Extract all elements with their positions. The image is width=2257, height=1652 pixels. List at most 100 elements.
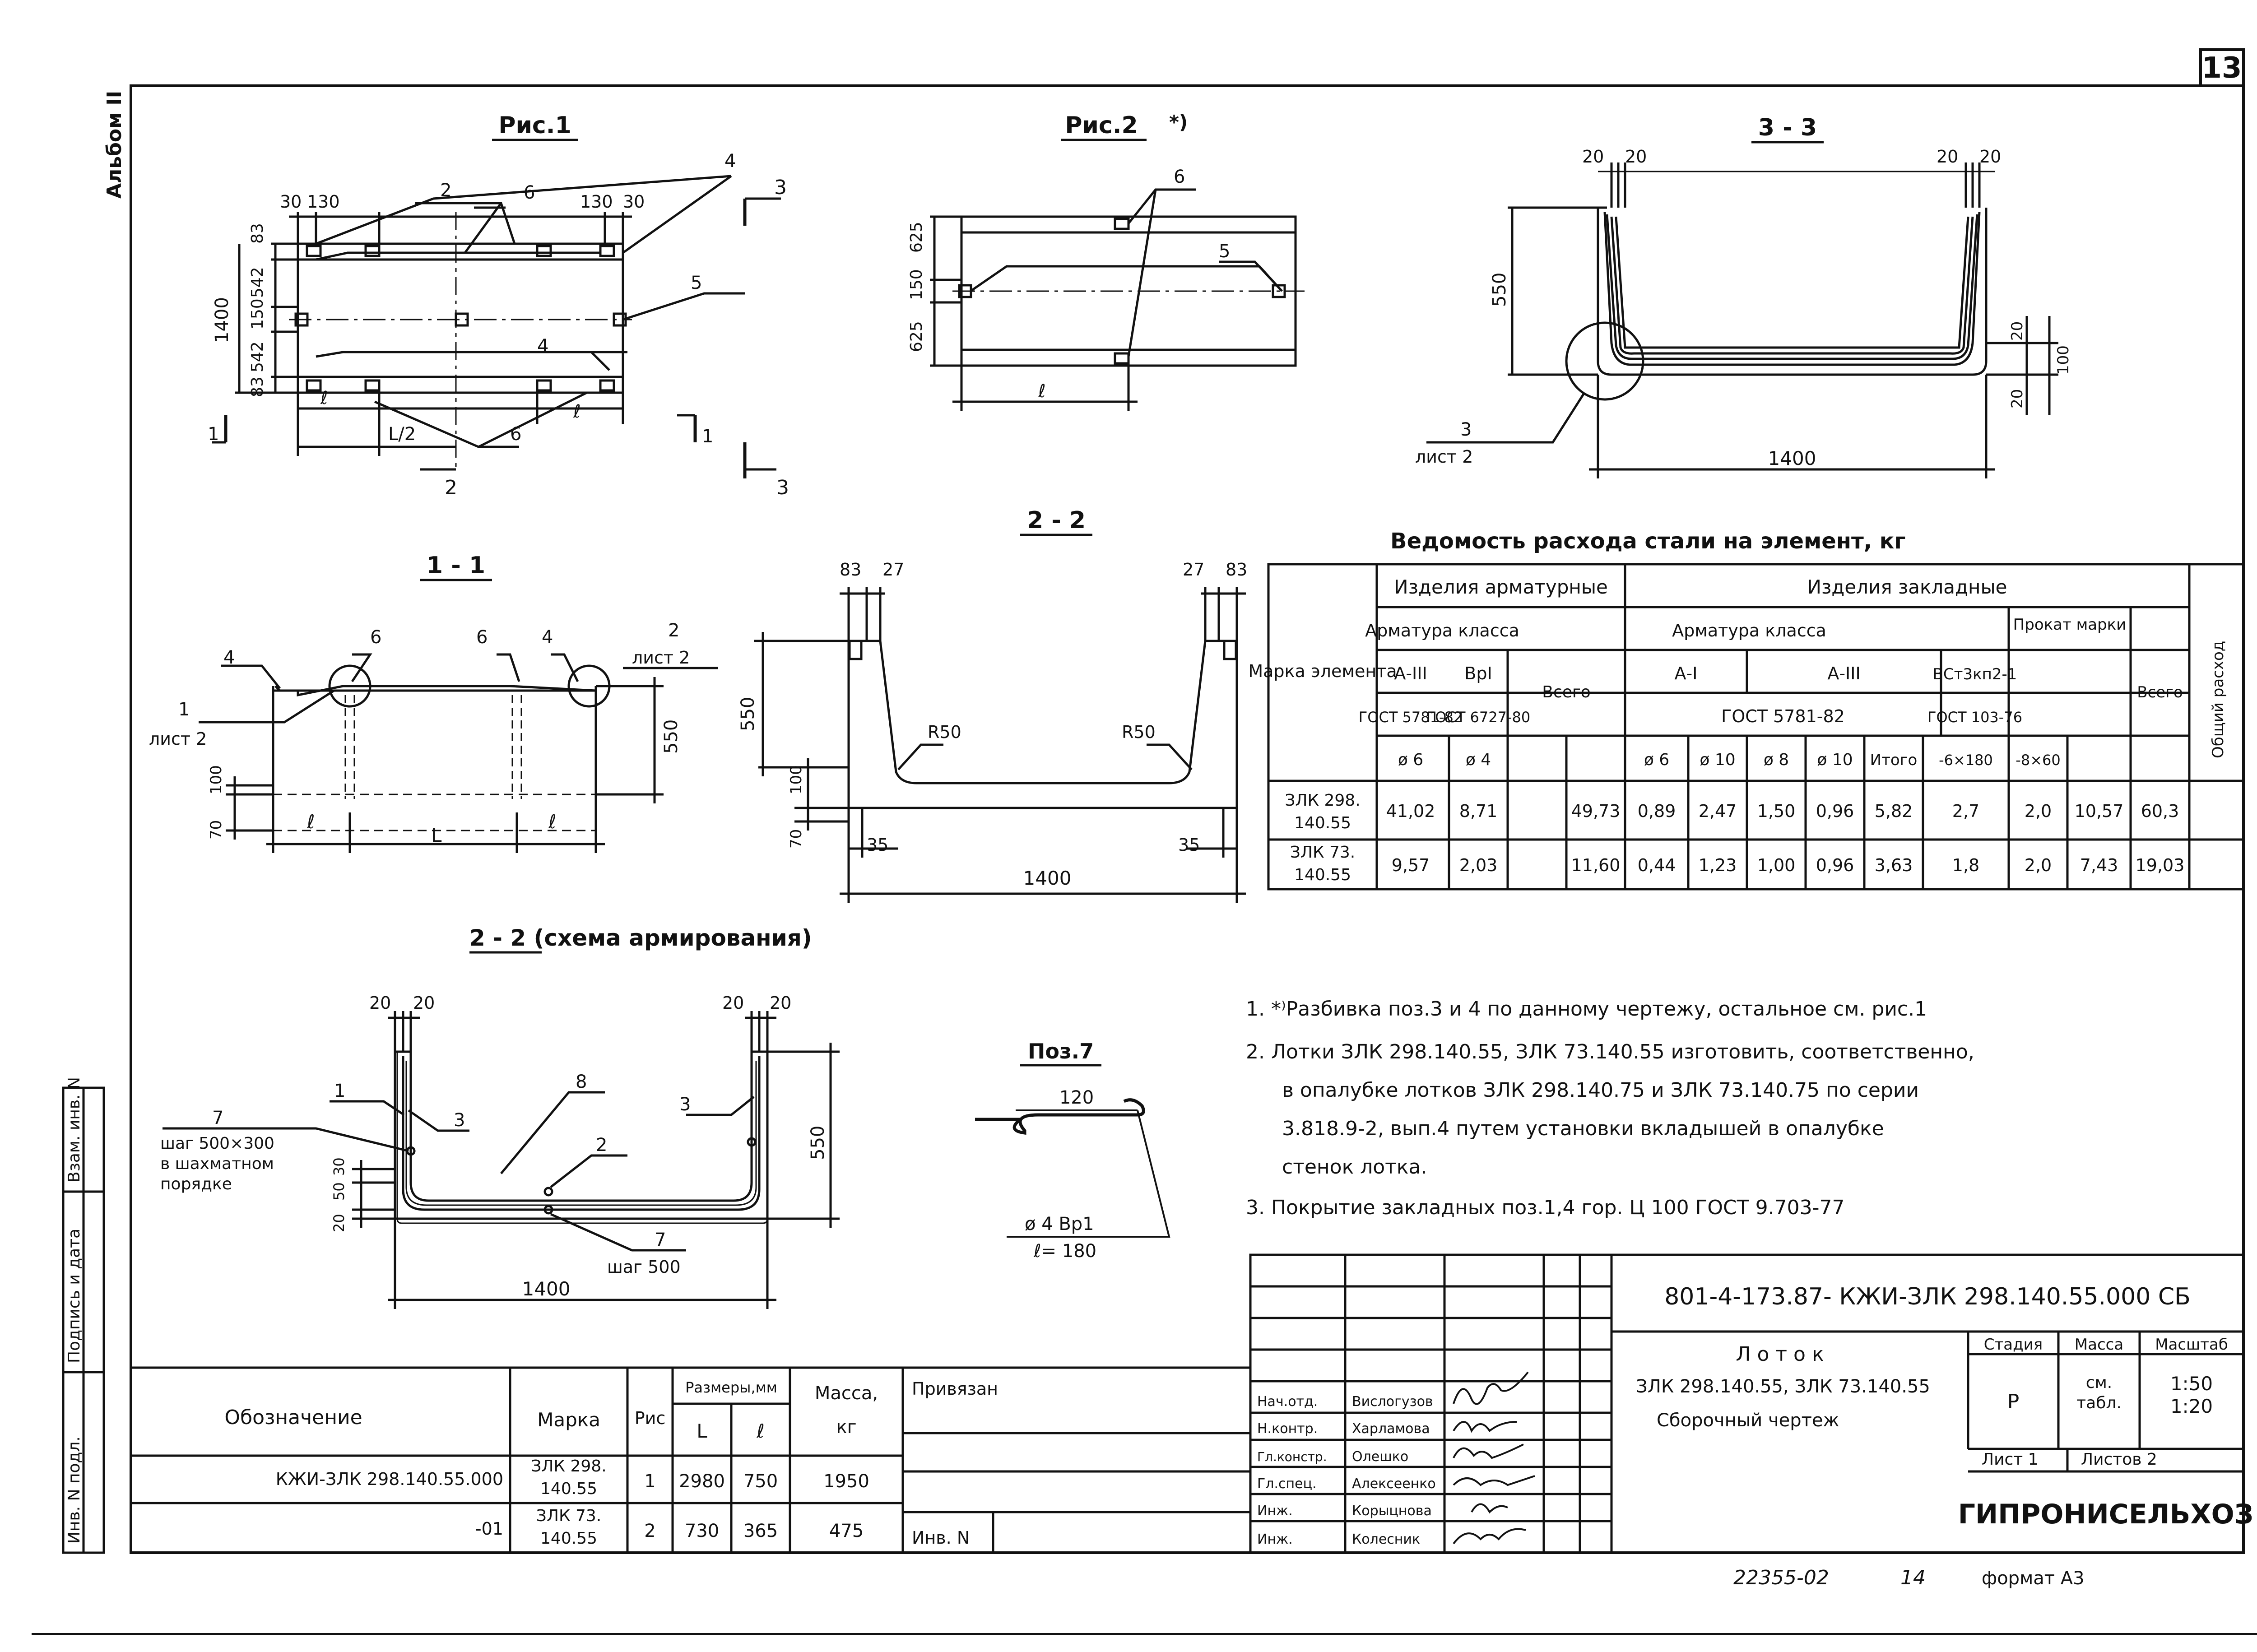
pos7-spec-2: ℓ= 180 <box>1033 1241 1096 1262</box>
steel-h-zaklad: Изделия закладные <box>1807 576 2007 598</box>
spec-h-l: ℓ <box>756 1420 764 1442</box>
steel-sub-a1-d10: ø 10 <box>1700 751 1735 769</box>
sec11-dim-100: 100 <box>207 765 225 794</box>
fig2-callout-6: 6 <box>1174 167 1185 187</box>
tb-mass-1: см. <box>2086 1374 2112 1392</box>
sec22-title: 2 - 2 <box>1027 507 1086 534</box>
spec-row1-mark-2: 140.55 <box>540 1480 597 1498</box>
steel-h-total: Всего <box>1542 683 1591 701</box>
sec33-ref-sheet: лист 2 <box>1415 447 1473 467</box>
tie-label: Привязан <box>912 1379 998 1399</box>
footer-page: 14 <box>1900 1566 1926 1589</box>
steel-h-a3: А-III <box>1394 664 1427 683</box>
spec-row1-mass: 1950 <box>823 1471 869 1492</box>
tie-inv: Инв. N <box>912 1528 970 1548</box>
note-3: 3. Покрытие закладных поз.1,4 гор. Ц 100… <box>1246 1196 1844 1219</box>
sheet-number: 13 <box>2201 51 2242 85</box>
sec22r-callout-3a: 3 <box>454 1110 465 1131</box>
tie-block: Привязан Инв. N <box>901 1366 1252 1554</box>
steel-h-gost3: ГОСТ 5781-82 <box>1721 706 1845 726</box>
fig1-callout-3b: 3 <box>776 476 789 499</box>
tb-role-2: Н.контр. <box>1257 1421 1318 1437</box>
sec11-dim-550: 550 <box>661 719 682 754</box>
steel-table: Ведомость расхода стали на элемент, кг <box>1248 529 2245 891</box>
notes: 1. *⁾Разбивка поз.3 и 4 по данному черте… <box>1246 998 1974 1219</box>
side-stamp-replace: Взам. инв. N <box>65 1077 84 1183</box>
steel-row1-general: 60,3 <box>2141 801 2179 821</box>
tb-name-person-5: Корыцнова <box>1352 1503 1432 1519</box>
spec-row1-fig: 1 <box>644 1471 655 1492</box>
steel-sub-a3-d8: ø 8 <box>1764 751 1789 769</box>
tb-role-6: Инж. <box>1257 1531 1293 1547</box>
steel-sub-vr1-d4: ø 4 <box>1466 751 1491 769</box>
spec-h-mass-1: Масса, <box>815 1383 878 1404</box>
fig1-dim-150: 150 <box>248 298 267 329</box>
sec22-dim-83b: 83 <box>1226 560 1247 580</box>
sec22r-callout-7a: 7 <box>212 1108 223 1128</box>
steel-h-arm-class: Арматура класса <box>1365 621 1519 640</box>
sec22r-dim-30: 30 <box>330 1157 348 1176</box>
spec-row1-l: 750 <box>743 1471 778 1492</box>
sec33-dim-20f: 20 <box>2008 389 2026 408</box>
sec22r-step-b: шаг 500 <box>607 1257 681 1277</box>
steel-row1-a3-d10: 0,96 <box>1816 801 1854 821</box>
fig1-dim-l-left: ℓ <box>320 388 328 408</box>
spec-h-L: L <box>697 1420 707 1442</box>
side-stamp-inv: Инв. N подл. <box>65 1436 84 1544</box>
steel-row1-a3-d6: 41,02 <box>1386 801 1435 821</box>
steel-h-gost1: ГОСТ 5781-82 <box>1359 709 1463 726</box>
sec22-r50-right: R50 <box>1122 722 1156 742</box>
spec-row2-mark-2: 140.55 <box>540 1529 597 1548</box>
spec-row2-mark-1: ЗЛК 73. <box>536 1507 601 1525</box>
sec33-dim-20d: 20 <box>1979 147 2001 167</box>
sec22r-step-a-1: шаг 500×300 <box>160 1134 274 1153</box>
sec22r-dim-20b: 20 <box>413 993 435 1013</box>
steel-row1-mark-2: 140.55 <box>1294 814 1351 832</box>
fig1-dim-30b: 30 <box>623 192 645 212</box>
sec33-ref: 3 <box>1460 419 1472 440</box>
steel-row2-total: 11,60 <box>1571 855 1621 875</box>
steel-row1-a1-d10: 2,47 <box>1699 801 1737 821</box>
sheet-number-box <box>2199 48 2245 87</box>
spec-h-sizes: Размеры,мм <box>685 1379 777 1396</box>
tb-role-1: Нач.отд. <box>1257 1394 1318 1410</box>
steel-sub-a3-d6: ø 6 <box>1398 751 1423 769</box>
tb-scale-1: 1:50 <box>2170 1373 2213 1395</box>
sec22r-callout-1: 1 <box>334 1081 345 1101</box>
fig1-callout-2: 2 <box>440 180 451 201</box>
steel-row2-vr1-d4: 2,03 <box>1459 855 1498 875</box>
steel-row1-total: 49,73 <box>1571 801 1621 821</box>
note-2c: 3.818.9-2, вып.4 путем установки вкладыш… <box>1282 1117 1884 1140</box>
steel-h-armat: Изделия арматурные <box>1394 576 1608 598</box>
sec22r-callout-7b: 7 <box>655 1230 666 1250</box>
steel-sub-6x180: -6×180 <box>1939 752 1993 769</box>
fig1-callout-6b: 6 <box>510 424 521 445</box>
fig1-callout-2b: 2 <box>445 476 457 499</box>
spec-h-fig: Рис <box>635 1408 666 1428</box>
sec22r-drawing: 2 - 2 (схема армирования) <box>160 925 840 1309</box>
fig1-callout-6a: 6 <box>524 182 535 203</box>
spec-row2-fig: 2 <box>644 1521 655 1541</box>
steel-row2-prokat-total: 7,43 <box>2080 855 2118 875</box>
fig1-dim-30a: 30 <box>280 192 302 212</box>
steel-h-vst: ВСт3кп2-1 <box>1933 665 2017 683</box>
steel-row2-a3-d10: 0,96 <box>1816 855 1854 875</box>
note-2d: стенок лотка. <box>1282 1155 1427 1179</box>
tb-role-4: Гл.спец. <box>1257 1476 1317 1492</box>
steel-h-mark: Марка элемента <box>1248 661 1397 681</box>
steel-row1-a3-d8: 1,50 <box>1757 801 1796 821</box>
sec22-r50-left: R50 <box>928 722 961 742</box>
steel-row2-a1-d10: 1,23 <box>1699 855 1737 875</box>
fig2-dim-l: ℓ <box>1038 381 1046 402</box>
sec22r-dim-20c: 20 <box>722 993 744 1013</box>
steel-row2-general: 19,03 <box>2136 855 2185 875</box>
steel-h-general: Общий расход <box>2209 641 2227 758</box>
steel-sub-a3-d10: ø 10 <box>1817 751 1853 769</box>
note-2a: 2. Лотки ЗЛК 298.140.55, ЗЛК 73.140.55 и… <box>1246 1040 1974 1063</box>
tb-name-2: ЗЛК 298.140.55, ЗЛК 73.140.55 <box>1636 1376 1930 1397</box>
tb-name-person-3: Олешко <box>1352 1449 1408 1465</box>
fig2-dim-150: 150 <box>907 269 926 300</box>
steel-h-arm-class2: Арматура класса <box>1672 621 1826 640</box>
sec11-ref-sheet-right: лист 2 <box>632 648 690 668</box>
